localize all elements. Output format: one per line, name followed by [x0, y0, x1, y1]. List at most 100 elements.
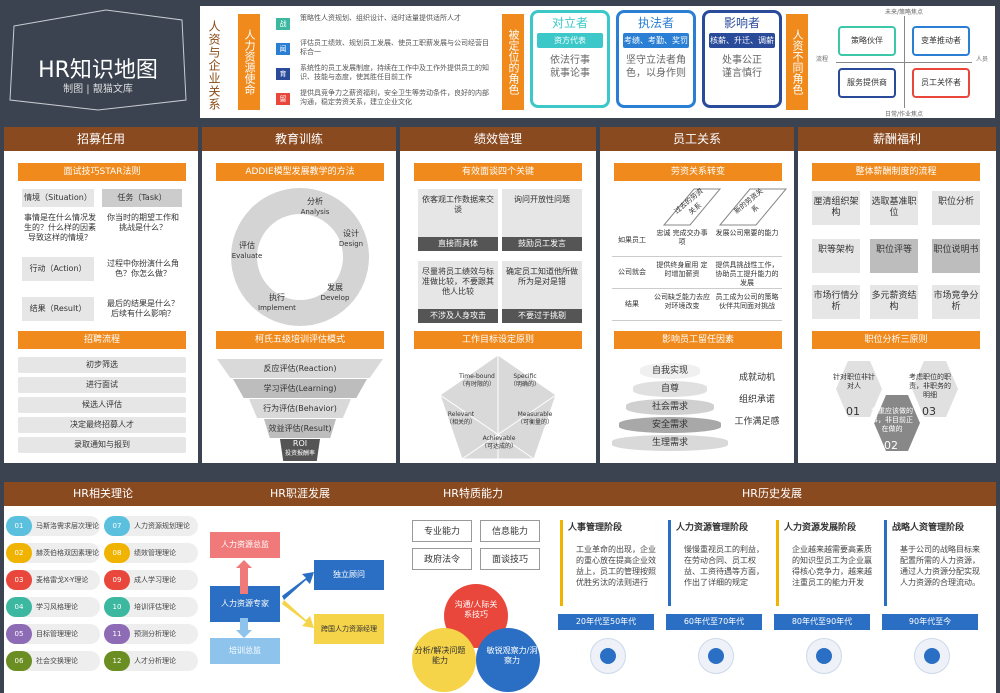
- label-relation: 人资与企业关系: [207, 20, 221, 111]
- role-subtitle: 资方代表: [537, 33, 603, 48]
- role-desc-1: 处事公正: [722, 55, 762, 66]
- column-recruit: 面试技巧STAR法则 情境（Situation） 任务（Task） 事情是在什么…: [4, 151, 198, 463]
- maslow-level: 自尊: [633, 381, 707, 397]
- star-task-desc: 你当时的期望工作和挑战是什么？: [107, 213, 179, 232]
- history-stage-title: 人力资源发展阶段: [784, 523, 857, 533]
- history-stage-title: 人力资源管理阶段: [676, 523, 749, 533]
- labor-row-label: 如果员工: [618, 236, 646, 244]
- recruit-step: 录取通知与报到: [18, 437, 186, 453]
- position-hexagons: [836, 361, 958, 451]
- page-subtitle: 制图 | 靓猫文库: [63, 84, 133, 95]
- labor-header-shapes: [662, 188, 788, 226]
- role-desc-1: 坚守立法者角: [626, 55, 686, 66]
- role-desc-2: 就事论事: [550, 68, 590, 79]
- role-subtitle: 核薪、升迁、调薪: [709, 33, 775, 48]
- history-bar: [884, 520, 887, 606]
- labor-row-label: 公司就会: [618, 268, 646, 276]
- recruit-step: 初步筛选: [18, 357, 186, 373]
- addie-stage-cn: 设计: [343, 229, 359, 238]
- history-stage-title: 战略人资管理阶段: [892, 523, 965, 533]
- ability-box: 专业能力: [412, 520, 472, 542]
- role-subtitle: 考绩、考勤、奖罚: [623, 33, 689, 48]
- quad-bottom-label: 日常/作业焦点: [884, 111, 924, 118]
- salary-step: 多元薪资结构: [870, 285, 918, 319]
- recruit-step: 决定最终招募人才: [18, 417, 186, 433]
- theory-name: 目标管理理论: [36, 630, 78, 638]
- history-icon: [806, 638, 842, 674]
- career-training-director: 培训总监: [210, 638, 280, 664]
- history-icon-glyph: [600, 648, 616, 664]
- position-item-number: 02: [884, 439, 898, 452]
- mission-tag: 育: [276, 68, 290, 80]
- theory-name: 预测分析理论: [134, 630, 176, 638]
- maslow-level: 自我实现: [640, 363, 700, 379]
- theory-number: 10: [104, 597, 130, 617]
- role-title: 对立者: [551, 16, 588, 30]
- career-consultant: 独立顾问: [314, 560, 384, 590]
- smart-item-en: Measurable: [517, 411, 553, 418]
- history-icon: [698, 638, 734, 674]
- position-item-text: 针对职位非针对人: [833, 373, 875, 390]
- smart-item: Relevant（相关的）: [434, 411, 488, 427]
- salary-step: 职等架构: [812, 239, 860, 273]
- smart-item: Measurable（可衡量的）: [508, 411, 562, 427]
- kirk-roi-sub: 投资报酬率: [284, 450, 315, 457]
- section-recruit: 招募任用: [4, 127, 198, 151]
- salary-title: 整体薪酬制度的流程: [812, 163, 980, 181]
- quad-service-provider: 服务提供商: [838, 68, 896, 98]
- career-hr-director: 人力资源总监: [210, 532, 280, 558]
- perf-card: 询问开放性问题鼓励员工发言: [502, 189, 582, 251]
- ability-communication: 沟通/人际关系技巧: [454, 600, 498, 619]
- perf-card-text: 尽量将员工绩效与标准做比较，不要跟其他人比较: [422, 267, 494, 296]
- perf-card-text: 依客观工作数据来交谈: [422, 195, 494, 214]
- career-intl-manager: 跨国人力资源经理: [314, 614, 384, 644]
- theory-number: 05: [6, 624, 32, 644]
- salary-step: 市场行情分析: [812, 285, 860, 319]
- labor-old-cell: 忠诚 完成交办事项: [656, 229, 708, 246]
- maslow-level: 安全需求: [619, 417, 721, 433]
- theory-number: 08: [104, 543, 130, 563]
- history-period: 20年代至50年代: [558, 614, 654, 630]
- smart-item-en: Achievable: [482, 435, 516, 442]
- smart-item-en: Time-bound: [459, 373, 495, 380]
- position-title: 职位分析三原则: [812, 331, 980, 349]
- kirk-level: 反应评估(Reaction): [217, 359, 383, 378]
- theory-name: 麦格雷戈X-Y理论: [36, 576, 89, 584]
- history-bar: [776, 520, 779, 606]
- addie-stage-en: Analysis: [300, 208, 330, 216]
- history-bar: [668, 520, 671, 606]
- theory-number: 01: [6, 516, 32, 536]
- salary-step: 职位分析: [932, 191, 980, 225]
- addie-stage-cn: 评估: [239, 241, 255, 250]
- page-title: HR知识地图: [38, 58, 158, 83]
- bottom-history-header: HR历史发展: [548, 482, 996, 506]
- labor-row-line: [612, 320, 782, 321]
- career-arrows: [236, 560, 314, 638]
- role-card: 执法者考绩、考勤、奖罚坚守立法者角色，以身作则: [616, 10, 696, 108]
- perf-card-sub: 鼓励员工发言: [502, 237, 582, 251]
- role-card: 影响者核薪、升迁、调薪处事公正谨言慎行: [702, 10, 782, 108]
- mission-tag: 战: [276, 18, 290, 30]
- history-bar: [560, 520, 563, 606]
- theory-number: 02: [6, 543, 32, 563]
- theory-item: 05 目标管理理论: [6, 624, 100, 644]
- history-period: 60年代至70年代: [666, 614, 762, 630]
- recruit-title: 招聘流程: [18, 331, 186, 349]
- quad-left-label: 流程: [816, 56, 829, 63]
- ability-box: 信息能力: [480, 520, 540, 542]
- theory-number: 12: [104, 651, 130, 671]
- quad-top-label: 未来/策略焦点: [884, 9, 924, 16]
